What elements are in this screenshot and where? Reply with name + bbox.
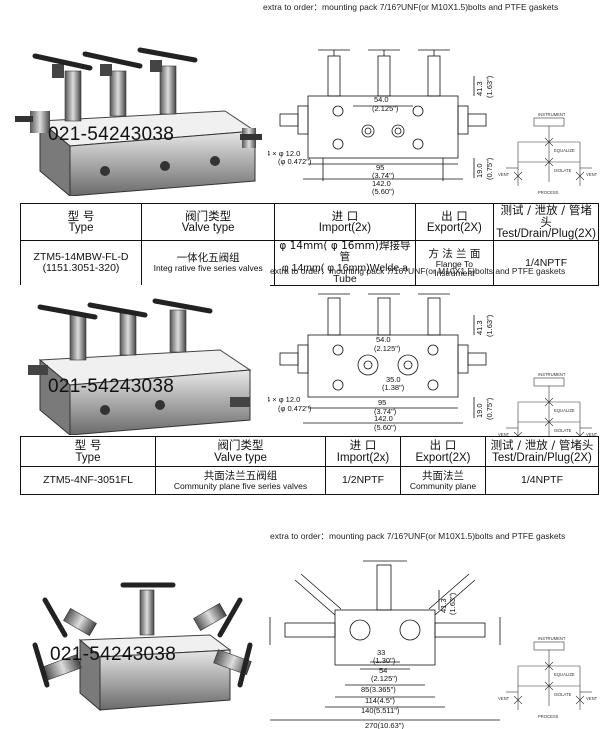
dimension-drawing: 33 (1.30") 54 (2.125") 85(3.365") 114(4.… [269,560,501,729]
svg-text:INSTRUMENT: INSTRUMENT [538,112,566,117]
svg-text:INSTRUMENT: INSTRUMENT [538,372,566,377]
svg-text:EQUALIZE: EQUALIZE [554,672,575,677]
cell-import: 1/2NPTF [325,466,401,495]
svg-text:41.3: 41.3 [475,320,484,335]
cell-test-drain-plug: 1/4NPTF [485,466,599,495]
svg-text:85(3.365"): 85(3.365") [361,685,396,694]
svg-text:EQUALIZE: EQUALIZE [554,148,575,153]
cell-test-drain-plug: 1/4NPTF [493,240,599,287]
svg-text:VENT: VENT [586,696,598,701]
svg-text:95: 95 [376,163,384,172]
svg-text:95: 95 [378,398,386,407]
svg-text:(5.60"): (5.60") [374,423,397,432]
svg-text:PROCESS: PROCESS [538,714,559,719]
svg-text:270(10.63"): 270(10.63") [365,721,404,729]
cell-type: ZTM5-14MBW-FL-D(1151.3051-320) [20,240,142,287]
mounting-note: extra to order：mounting pack 7/16?UNF(or… [263,2,559,12]
flow-schematic: INSTRUMENT EQUALIZE ISOLATE VENT VENT PR… [498,112,598,195]
svg-text:54.0: 54.0 [376,335,391,344]
dimension-drawing: 54.0 (2.125") 95 (3.74") 142.0 (5.60") 4… [268,49,494,196]
svg-text:(3.74"): (3.74") [372,171,395,180]
svg-text:VENT: VENT [498,696,510,701]
svg-text:(3.74"): (3.74") [374,407,397,416]
svg-text:(5.60"): (5.60") [372,187,395,196]
svg-text:19.0: 19.0 [475,163,484,178]
manifold-photo [10,16,265,196]
svg-text:(φ 0.472"): (φ 0.472") [278,157,312,166]
svg-text:41.3: 41.3 [475,81,484,96]
svg-text:54.0: 54.0 [374,95,389,104]
dimension-drawing: 54.0 (2.125") 35.0 (1.38") 95 (3.74") 14… [268,293,494,432]
svg-text:ISOLATE: ISOLATE [554,428,572,433]
svg-text:VENT: VENT [586,172,598,177]
svg-text:ISOLATE: ISOLATE [554,692,572,697]
svg-text:(1.63"): (1.63") [485,314,494,337]
svg-text:35.0: 35.0 [386,375,401,384]
flow-schematic: INSTRUMENT EQUALIZE ISOLATE VENT VENT PR… [498,636,598,719]
manifold-photo [25,575,260,725]
svg-text:41.3: 41.3 [439,598,448,613]
phone-number: 021-54243038 [48,124,175,145]
svg-text:(φ 0.472"): (φ 0.472") [278,404,312,413]
svg-text:VENT: VENT [586,432,598,437]
svg-text:(0.75"): (0.75") [485,397,494,420]
phone-number: 021-54243038 [50,644,177,665]
svg-text:VENT: VENT [498,172,510,177]
svg-text:EQUALIZE: EQUALIZE [554,408,575,413]
svg-text:4 × φ 12.0: 4 × φ 12.0 [268,149,300,158]
svg-text:(1.38"): (1.38") [382,383,405,392]
mounting-note: extra to order：mounting pack 7/16?UNF(or… [270,531,566,541]
svg-text:142.0: 142.0 [374,414,393,423]
svg-text:(2.125"): (2.125") [371,674,398,683]
svg-text:54: 54 [379,666,387,675]
cell-type: ZTM5-4NF-3051FL [20,466,156,495]
svg-text:(2.125"): (2.125") [374,344,401,353]
phone-number: 021-54243038 [48,376,175,397]
svg-text:INSTRUMENT: INSTRUMENT [538,636,566,641]
svg-text:(2.125"): (2.125") [372,104,399,113]
svg-text:(0.75"): (0.75") [485,157,494,180]
svg-text:33: 33 [377,648,385,657]
svg-text:(1.63"): (1.63") [448,592,457,615]
svg-text:(1.63"): (1.63") [485,75,494,98]
svg-text:114(4.5"): 114(4.5") [365,696,396,705]
svg-text:PROCESS: PROCESS [538,190,559,195]
svg-text:ISOLATE: ISOLATE [554,168,572,173]
svg-text:19.0: 19.0 [475,403,484,418]
svg-text:(1.30"): (1.30") [373,656,396,665]
mounting-note: extra to order：mounting pack 7/16?UNF(or… [270,266,566,276]
svg-text:VENT: VENT [498,432,510,437]
svg-text:142.0: 142.0 [372,179,391,188]
manifold-photo [20,285,270,435]
svg-text:140(5.511"): 140(5.511") [361,706,400,715]
svg-text:4 × φ 12.0: 4 × φ 12.0 [268,395,300,404]
